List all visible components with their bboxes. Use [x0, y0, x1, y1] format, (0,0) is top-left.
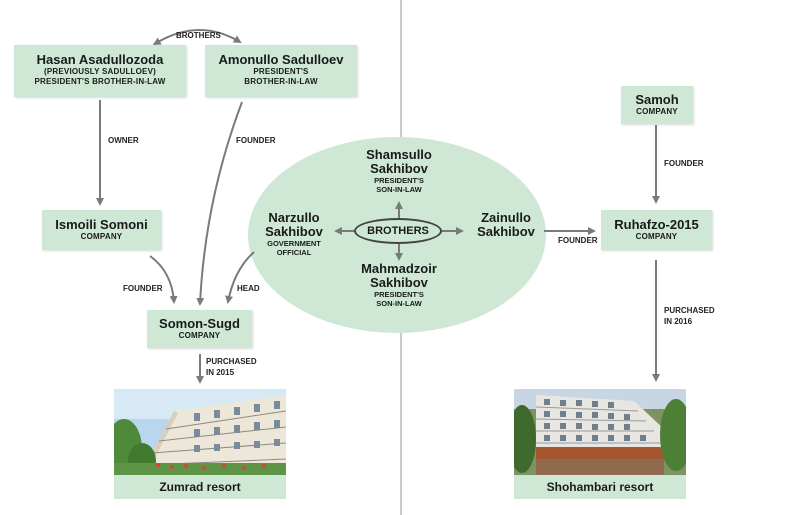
shohambari-resort-photo: [514, 389, 686, 475]
shamsullo-first-name: Shamsullo: [366, 147, 432, 162]
purchased-2015-label-2: IN 2015: [206, 368, 235, 377]
samoh-founder-label: FOUNDER: [664, 159, 704, 168]
ismoili-name: Ismoili Somoni: [55, 217, 148, 232]
zainullo-sakhibov: Zainullo Sakhibov: [466, 211, 546, 239]
amonullo-founder-label: FOUNDER: [236, 136, 276, 145]
brothers-label: BROTHERS: [176, 31, 221, 40]
zumrad-resort-caption: Zumrad resort: [114, 475, 286, 499]
zumrad-resort-photo: [114, 389, 286, 475]
narzullo-role-2: OFFICIAL: [276, 248, 312, 257]
somon-sugd-box: Somon-Sugd COMPANY: [147, 310, 252, 348]
zainullo-last-name: Sakhibov: [477, 224, 535, 239]
head-label: HEAD: [237, 284, 260, 293]
zainullo-founder-label: FOUNDER: [558, 236, 598, 245]
purchased-2015-label-1: PURCHASED: [206, 357, 257, 366]
amonullo-founder-arrow: [196, 101, 243, 306]
shamsullo-role-2: SON-IN-LAW: [376, 185, 422, 194]
hasan-asadullozoda-box: Hasan Asadullozoda (PREVIOUSLY SADULLOEV…: [14, 45, 186, 97]
amonullo-sadulloev-box: Amonullo Sadulloev PRESIDENT'S BROTHER-I…: [205, 45, 357, 97]
ruhafzo-2015-box: Ruhafzo-2015 COMPANY: [601, 210, 712, 250]
shohambari-resort-caption: Shohambari resort: [514, 475, 686, 499]
shamsullo-role-1: PRESIDENT'S: [374, 176, 424, 185]
narzullo-sakhibov: Narzullo Sakhibov GOVERNMENT OFFICIAL: [254, 210, 334, 258]
brothers-arrow: [152, 29, 242, 45]
narzullo-last-name: Sakhibov: [265, 224, 323, 239]
zainullo-first-name: Zainullo: [481, 210, 531, 225]
samoh-box: Samoh COMPANY: [621, 86, 693, 124]
mahmadzoir-last-name: Sakhibov: [370, 275, 428, 290]
mahmadzoir-first-name: Mahmadzoir: [361, 261, 437, 276]
mahmadzoir-sakhibov: Mahmadzoir Sakhibov PRESIDENT'S SON-IN-L…: [340, 261, 458, 309]
hasan-role: PRESIDENT'S BROTHER-IN-LAW: [34, 77, 166, 86]
owner-label: OWNER: [108, 136, 139, 145]
somon-type: COMPANY: [178, 331, 221, 340]
ismoili-somoni-box: Ismoili Somoni COMPANY: [42, 210, 161, 250]
amonullo-role-1: PRESIDENT'S: [253, 67, 309, 76]
samoh-name: Samoh: [635, 92, 679, 107]
ruhafzo-name: Ruhafzo-2015: [614, 217, 699, 232]
samoh-type: COMPANY: [636, 107, 678, 116]
somon-name: Somon-Sugd: [159, 316, 240, 331]
amonullo-role-2: BROTHER-IN-LAW: [244, 77, 318, 86]
shamsullo-sakhibov: Shamsullo Sakhibov PRESIDENT'S SON-IN-LA…: [340, 147, 458, 195]
head-arrow: [225, 251, 255, 304]
amonullo-name: Amonullo Sadulloev: [218, 52, 344, 67]
mahmadzoir-role-2: SON-IN-LAW: [376, 299, 422, 308]
ruhafzo-type: COMPANY: [635, 232, 678, 241]
narzullo-first-name: Narzullo: [268, 210, 320, 225]
purchased-2016-label-2: IN 2016: [664, 317, 693, 326]
hasan-previous-name: (PREVIOUSLY SADULLOEV): [44, 67, 156, 76]
narzullo-role-1: GOVERNMENT: [267, 239, 321, 248]
purchased-2016-label-1: PURCHASED: [664, 306, 715, 315]
mahmadzoir-role-1: PRESIDENT'S: [374, 290, 424, 299]
ismoili-founder-arrow: [149, 255, 178, 304]
ismoili-founder-label: FOUNDER: [123, 284, 163, 293]
brothers-center-label: BROTHERS: [354, 218, 442, 244]
shamsullo-last-name: Sakhibov: [370, 161, 428, 176]
hasan-name: Hasan Asadullozoda: [36, 52, 164, 67]
ismoili-type: COMPANY: [80, 232, 123, 241]
